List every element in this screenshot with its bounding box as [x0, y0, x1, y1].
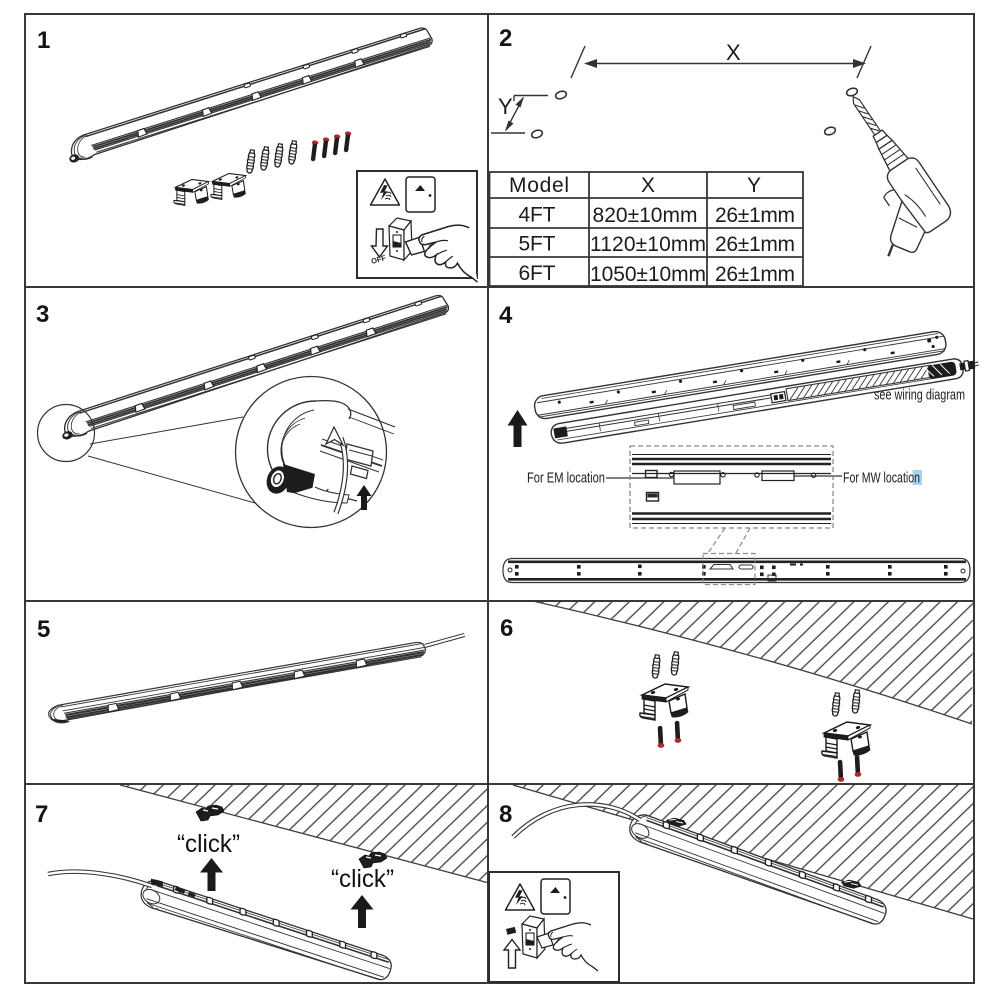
- svg-text:5FT: 5FT: [519, 233, 556, 256]
- svg-text:X: X: [641, 174, 655, 197]
- svg-text:For EM location: For EM location: [527, 470, 605, 487]
- svg-text:see wiring diagram: see wiring diagram: [874, 387, 965, 404]
- svg-text:X: X: [726, 40, 741, 65]
- svg-text:OFF: OFF: [370, 253, 387, 266]
- svg-text:Y: Y: [747, 174, 761, 197]
- svg-text:26±1mm: 26±1mm: [715, 204, 795, 227]
- svg-text:Model: Model: [509, 174, 569, 197]
- svg-text:26±1mm: 26±1mm: [715, 263, 795, 286]
- svg-text:4: 4: [499, 302, 513, 329]
- svg-text:6FT: 6FT: [519, 262, 556, 285]
- svg-text:3: 3: [36, 301, 49, 328]
- svg-text:Y: Y: [498, 94, 513, 119]
- svg-text:1120±10mm: 1120±10mm: [590, 233, 706, 256]
- svg-text:1050±10mm: 1050±10mm: [590, 263, 706, 286]
- svg-text:“click”: “click”: [331, 865, 394, 893]
- svg-text:26±1mm: 26±1mm: [715, 233, 795, 256]
- svg-text:4FT: 4FT: [519, 204, 556, 227]
- svg-text:“click”: “click”: [177, 830, 240, 858]
- svg-text:6: 6: [500, 615, 513, 642]
- svg-text:8: 8: [499, 801, 512, 828]
- svg-text:820±10mm: 820±10mm: [593, 204, 698, 227]
- svg-text:For MW location: For MW location: [843, 470, 920, 487]
- svg-text:7: 7: [35, 801, 48, 828]
- svg-text:1: 1: [37, 27, 50, 54]
- svg-text:5: 5: [37, 616, 50, 643]
- svg-text:2: 2: [499, 25, 512, 52]
